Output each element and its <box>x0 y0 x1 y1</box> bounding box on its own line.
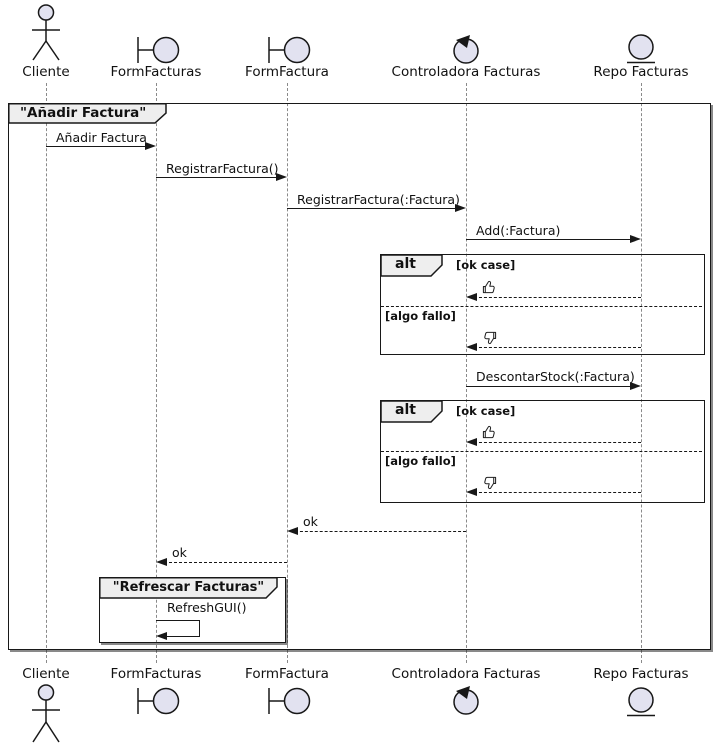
actor-icon <box>32 684 60 743</box>
boundary-icon <box>137 687 180 715</box>
thumbs-down-icon <box>484 476 497 490</box>
message-label: RefreshGUI() <box>167 600 247 615</box>
participant-label-repo: Repo Facturas <box>593 666 689 682</box>
arrow-line <box>156 620 200 621</box>
alt-tab <box>380 400 443 423</box>
arrow-line <box>287 208 458 209</box>
participant-label-formfacturas: FormFacturas <box>110 666 202 682</box>
actor-icon <box>32 4 60 61</box>
arrow-line <box>156 177 279 178</box>
control-icon <box>453 35 479 64</box>
participant-label-controladora: Controladora Facturas <box>391 666 541 682</box>
alt-guard: [algo fallo] <box>385 309 456 323</box>
participant-label-repo: Repo Facturas <box>593 64 689 80</box>
alt-fragment <box>380 400 705 503</box>
entity-icon <box>627 34 655 64</box>
entity-icon <box>627 687 655 717</box>
frame-anadir-factura <box>8 103 711 650</box>
arrowhead <box>630 235 641 243</box>
arrowhead <box>455 204 466 212</box>
inner-frame-title: "Refrescar Facturas" <box>112 580 265 595</box>
boundary-icon <box>137 36 180 64</box>
alt-fragment <box>380 254 705 355</box>
alt-tab <box>380 254 443 277</box>
alt-divider <box>381 451 702 452</box>
thumbs-up-icon <box>482 280 495 294</box>
arrowhead <box>466 343 477 351</box>
participant-label-formfactura: FormFactura <box>245 64 329 80</box>
lifeline-cliente <box>46 83 47 663</box>
participant-label-formfactura: FormFactura <box>245 666 329 682</box>
participant-label-cliente: Cliente <box>22 666 70 682</box>
message-label: Add(:Factura) <box>476 223 561 238</box>
alt-guard: [algo fallo] <box>385 454 456 468</box>
arrow-line <box>466 239 633 240</box>
alt-operator: alt <box>395 256 416 272</box>
arrow-line <box>295 531 466 532</box>
arrowhead <box>466 488 477 496</box>
message-label: Añadir Factura <box>56 130 147 145</box>
arrowhead <box>466 293 477 301</box>
alt-guard: [ok case] <box>456 258 516 272</box>
message-label: ok <box>172 545 187 560</box>
arrowhead <box>145 142 156 150</box>
message-label: ok <box>303 514 318 529</box>
lifeline-formfacturas <box>156 83 157 663</box>
participant-label-formfacturas: FormFacturas <box>110 64 202 80</box>
control-icon <box>453 686 479 715</box>
arrowhead <box>156 632 167 640</box>
message-label: RegistrarFactura() <box>166 161 279 176</box>
arrow-line <box>164 562 287 563</box>
boundary-icon <box>268 36 311 64</box>
arrowhead <box>287 527 298 535</box>
arrowhead <box>156 558 167 566</box>
boundary-icon <box>268 687 311 715</box>
alt-operator: alt <box>395 402 416 418</box>
arrow-line <box>474 297 641 298</box>
arrowhead <box>466 438 477 446</box>
thumbs-up-icon <box>482 425 495 439</box>
thumbs-down-icon <box>484 331 497 345</box>
arrowhead <box>276 173 287 181</box>
arrow-line <box>466 386 633 387</box>
arrow-line <box>164 636 200 637</box>
participant-label-cliente: Cliente <box>22 64 70 80</box>
alt-divider <box>381 306 702 307</box>
lifeline-controladora-facturas <box>466 83 467 663</box>
arrow-line <box>474 442 641 443</box>
participant-label-controladora: Controladora Facturas <box>391 64 541 80</box>
frame-tab <box>8 103 167 124</box>
frame-title: "Añadir Factura" <box>20 105 147 121</box>
alt-guard: [ok case] <box>456 404 516 418</box>
message-label: RegistrarFactura(:Factura) <box>297 192 460 207</box>
frame-tab <box>99 577 278 599</box>
arrow-line <box>46 146 148 147</box>
message-label: DescontarStock(:Factura) <box>476 369 635 384</box>
arrow-line <box>474 492 641 493</box>
arrow-line <box>199 620 200 636</box>
lifeline-repo-facturas <box>641 83 642 663</box>
lifeline-formfactura <box>287 83 288 663</box>
arrowhead <box>630 382 641 390</box>
arrow-line <box>474 347 641 348</box>
